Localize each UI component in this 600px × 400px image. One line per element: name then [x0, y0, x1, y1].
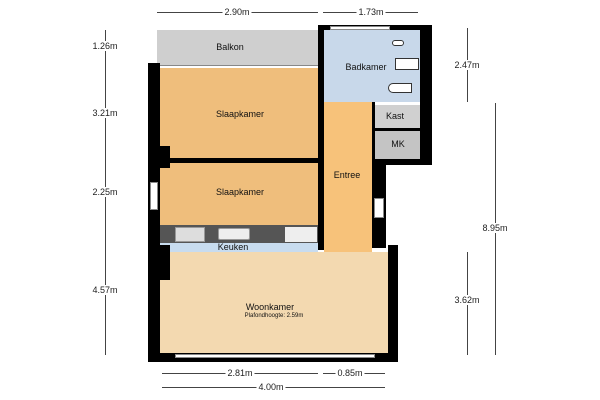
- closet-area: [375, 105, 420, 128]
- room-label-slaapkamer-2: Slaapkamer: [215, 187, 265, 197]
- entree-area: [324, 102, 372, 252]
- balcony-area: [157, 30, 318, 67]
- dimension-top-left: 2.90m: [222, 7, 252, 17]
- room-label-badkamer: Badkamer: [345, 62, 387, 72]
- dimension-left-2: 3.21m: [90, 108, 120, 118]
- fridge: [285, 227, 317, 242]
- washbasin-icon: [395, 58, 419, 70]
- wall: [160, 158, 318, 163]
- room-label-keuken: Keuken: [217, 242, 249, 252]
- bedroom-2-area: [160, 163, 318, 225]
- dimension-bottom-2: 0.85m: [335, 368, 365, 378]
- shower-icon: [392, 40, 404, 46]
- dimension-right-1: 2.47m: [452, 60, 482, 70]
- wall: [372, 102, 375, 160]
- wall: [375, 128, 420, 131]
- dimension-bottom-total: 4.00m: [256, 382, 286, 392]
- dimension-bottom-1: 2.81m: [225, 368, 255, 378]
- living-room-area: [160, 252, 388, 354]
- window: [150, 182, 158, 210]
- room-label-entree: Entree: [333, 170, 361, 180]
- room-label-kast: Kast: [385, 111, 405, 121]
- window: [374, 198, 384, 218]
- dimension-left-4: 4.57m: [90, 285, 120, 295]
- wall: [388, 245, 398, 362]
- room-label-woonkamer: Woonkamer: [245, 302, 295, 312]
- dimension-left-3: 2.25m: [90, 187, 120, 197]
- balcony-door: [160, 65, 318, 68]
- wall: [372, 159, 432, 165]
- room-label-mk: MK: [391, 139, 405, 149]
- dimension-left-1: 1.26m: [90, 41, 120, 51]
- wall: [318, 25, 324, 250]
- room-label-balkon: Balkon: [216, 42, 244, 52]
- meter-cupboard-area: [375, 131, 420, 159]
- wall: [148, 146, 170, 168]
- ceiling-height: Plafondhoogte: 2.59m: [244, 313, 304, 319]
- stove-icon: [175, 227, 205, 242]
- dimension-right-total: 8.95m: [480, 223, 510, 233]
- toilet-icon: [388, 83, 412, 93]
- kitchen-area: [160, 243, 318, 252]
- sink-icon: [218, 228, 250, 240]
- room-label-slaapkamer-1: Slaapkamer: [215, 109, 265, 119]
- wall: [420, 25, 432, 165]
- window: [330, 26, 390, 30]
- wall: [148, 245, 170, 280]
- dimension-right-2: 3.62m: [452, 295, 482, 305]
- bedroom-1-area: [160, 67, 318, 158]
- window: [175, 354, 375, 358]
- dimension-top-right: 1.73m: [356, 7, 386, 17]
- wall: [148, 63, 160, 362]
